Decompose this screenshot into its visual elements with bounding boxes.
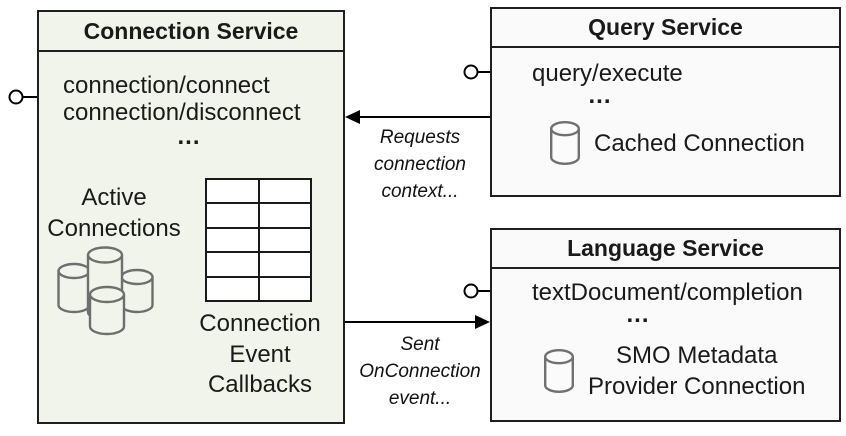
connection-method-list: connection/connect connection/disconnect… — [63, 72, 315, 150]
database-cylinder-icon — [57, 262, 91, 314]
table-cell — [206, 252, 259, 277]
cached-connection-row: Cached Connection — [550, 121, 805, 165]
callbacks-line2: Event — [229, 340, 291, 368]
requests-caption-line1: Requests — [379, 127, 461, 148]
method-textdocument-completion: textDocument/completion — [532, 279, 803, 306]
sent-caption-line2: OnConnection — [359, 361, 481, 382]
smo-label-line1: SMO Metadata — [616, 342, 778, 369]
table-cell — [206, 227, 259, 253]
callbacks-line3: Callbacks — [207, 371, 313, 398]
ellipsis-text: ... — [177, 123, 201, 150]
language-service-box: Language Service textDocument/completion… — [490, 228, 841, 422]
method-query-execute: query/execute — [532, 60, 683, 87]
language-service-title: Language Service — [492, 230, 839, 269]
requests-connection-arrow — [345, 110, 490, 124]
cached-connection-label: Cached Connection — [594, 129, 805, 157]
table-cell — [206, 276, 259, 301]
smo-metadata-row: SMO Metadata Provider Connection — [544, 340, 805, 402]
requests-caption-line2: connection — [374, 154, 466, 175]
requests-caption-line3: context... — [381, 181, 459, 202]
ellipsis-text: ... — [626, 301, 650, 328]
table-cell — [258, 227, 311, 253]
requests-connection-context-caption: Requests connection context... — [348, 124, 492, 205]
ellipsis-text: ... — [588, 82, 612, 109]
query-service-title: Query Service — [492, 9, 839, 48]
connection-service-box: Connection Service connection/connect co… — [37, 10, 345, 424]
active-connections-cylinders-icon — [57, 246, 154, 336]
method-connection-connect: connection/connect — [63, 72, 270, 99]
smo-label-line2: Provider Connection — [588, 373, 806, 400]
database-cylinder-icon — [88, 285, 126, 336]
active-connections-line2: Connections — [47, 215, 181, 242]
method-connection-disconnect: connection/disconnect — [63, 99, 301, 126]
sent-caption-line1: Sent — [400, 334, 440, 355]
query-service-box: Query Service query/execute ... Cached C… — [490, 7, 841, 197]
sent-onconnection-arrow — [345, 315, 490, 329]
active-connections-line1: Active — [81, 184, 147, 211]
database-icon — [550, 121, 580, 165]
callbacks-line1: Connection — [199, 310, 321, 337]
database-cylinder-icon — [120, 268, 154, 314]
table-cell — [258, 203, 311, 228]
active-connections-label: Active Connections — [39, 182, 189, 244]
table-cell — [258, 252, 311, 277]
database-icon — [544, 349, 574, 393]
connection-service-title: Connection Service — [39, 12, 343, 52]
connection-event-callbacks-label: Connection Event Callbacks — [179, 309, 341, 401]
table-cell — [206, 203, 259, 228]
table-cell — [206, 179, 259, 204]
table-cell — [258, 276, 311, 301]
table-cell — [258, 179, 311, 204]
sent-onconnection-event-caption: Sent OnConnection event... — [342, 331, 498, 412]
connection-callbacks-table — [205, 178, 312, 302]
smo-metadata-provider-label: SMO Metadata Provider Connection — [588, 340, 805, 402]
sent-caption-line3: event... — [388, 388, 452, 409]
